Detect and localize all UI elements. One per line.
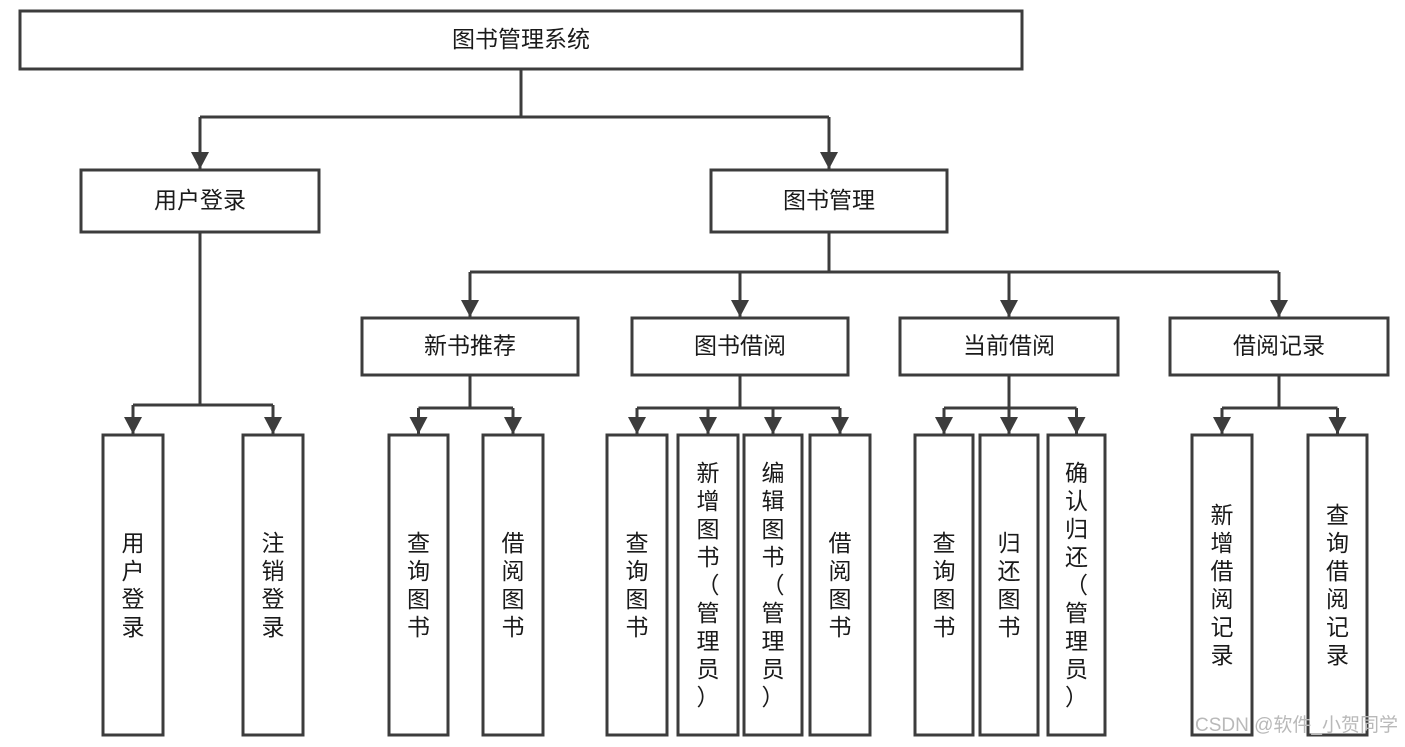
- node-leaf-edit-book[interactable]: 编辑图书（管理员）: [742, 433, 804, 737]
- node-current-borrow[interactable]: 当前借阅: [898, 316, 1120, 377]
- node-label: 图书管理: [783, 187, 875, 213]
- node-box: [241, 433, 305, 737]
- edge-group-current-borrow: [935, 375, 1086, 434]
- node-new-book-recommend[interactable]: 新书推荐: [360, 316, 580, 377]
- node-label: 新书推荐: [424, 333, 516, 359]
- nodes-layer: 图书管理系统用户登录图书管理新书推荐图书借阅当前借阅借阅记录用户登录注销登录查询…: [18, 9, 1390, 737]
- node-box: [1190, 433, 1254, 737]
- arrow-head-icon: [831, 417, 849, 434]
- arrow-head-icon: [731, 300, 749, 317]
- arrow-head-icon: [1000, 417, 1018, 434]
- node-root[interactable]: 图书管理系统: [18, 9, 1024, 71]
- node-label: 当前借阅: [963, 333, 1055, 359]
- node-label: 查询图书: [626, 530, 649, 640]
- node-label: 图书借阅: [694, 333, 786, 359]
- arrow-head-icon: [1328, 417, 1347, 434]
- node-box: [913, 433, 975, 737]
- node-box: [101, 433, 165, 737]
- node-box: [79, 168, 321, 234]
- node-label: 借阅图书: [829, 530, 852, 640]
- edge-group-user-login: [124, 232, 282, 434]
- node-label: 查询图书: [407, 530, 430, 640]
- node-label: 借阅记录: [1233, 333, 1325, 359]
- arrow-head-icon: [764, 417, 782, 434]
- node-leaf-borrow-book-1[interactable]: 借阅图书: [481, 433, 545, 737]
- node-label: 注销登录: [262, 530, 285, 640]
- arrow-head-icon: [1067, 417, 1086, 434]
- node-label: 新增图书（管理员）: [697, 460, 720, 710]
- node-label: 确认归还（管理员）: [1065, 460, 1088, 710]
- node-box: [387, 433, 450, 737]
- node-box: [676, 433, 740, 737]
- edge-group-root: [191, 69, 838, 169]
- edge-group-book-borrow: [628, 375, 849, 434]
- arrow-head-icon: [264, 417, 282, 434]
- node-leaf-query-book-2[interactable]: 查询图书: [605, 433, 669, 737]
- node-leaf-borrow-book-2[interactable]: 借阅图书: [808, 433, 872, 737]
- edge-group-borrow-record: [1213, 375, 1347, 434]
- node-label: 归还图书: [998, 530, 1021, 640]
- node-label: 用户登录: [154, 187, 246, 213]
- arrow-head-icon: [1270, 300, 1288, 317]
- node-box: [1046, 433, 1107, 737]
- node-leaf-user-login[interactable]: 用户登录: [101, 433, 165, 737]
- watermark-label: CSDN @软件_小贺同学: [1195, 714, 1398, 736]
- node-label: 用户登录: [122, 530, 145, 640]
- node-leaf-user-logout[interactable]: 注销登录: [241, 433, 305, 737]
- node-label: 查询图书: [933, 530, 956, 640]
- node-leaf-query-book-1[interactable]: 查询图书: [387, 433, 450, 737]
- node-box: [898, 316, 1120, 377]
- node-box: [1306, 433, 1369, 737]
- node-leaf-query-record[interactable]: 查询借阅记录: [1306, 433, 1369, 737]
- node-box: [360, 316, 580, 377]
- node-leaf-confirm-return[interactable]: 确认归还（管理员）: [1046, 433, 1107, 737]
- node-box: [18, 9, 1024, 71]
- node-label: 新增借阅记录: [1211, 502, 1234, 668]
- node-box: [808, 433, 872, 737]
- node-box: [605, 433, 669, 737]
- node-label: 借阅图书: [502, 530, 525, 640]
- arrow-head-icon: [124, 417, 142, 434]
- node-box: [709, 168, 949, 234]
- arrow-head-icon: [1000, 300, 1018, 317]
- arrow-head-icon: [191, 152, 209, 169]
- node-label: 查询借阅记录: [1326, 502, 1349, 668]
- edges-layer: [124, 69, 1347, 434]
- arrow-head-icon: [699, 417, 717, 434]
- node-box: [978, 433, 1040, 737]
- node-book-manage[interactable]: 图书管理: [709, 168, 949, 234]
- edge-group-book-manage: [461, 232, 1288, 317]
- arrow-head-icon: [409, 417, 428, 434]
- node-label: 编辑图书（管理员）: [762, 460, 785, 710]
- node-leaf-return-book[interactable]: 归还图书: [978, 433, 1040, 737]
- arrow-head-icon: [504, 417, 522, 434]
- node-label: 图书管理系统: [452, 26, 590, 52]
- node-leaf-add-book[interactable]: 新增图书（管理员）: [676, 433, 740, 737]
- node-leaf-query-book-3[interactable]: 查询图书: [913, 433, 975, 737]
- node-box: [742, 433, 804, 737]
- node-leaf-add-record[interactable]: 新增借阅记录: [1190, 433, 1254, 737]
- arrow-head-icon: [628, 417, 646, 434]
- node-borrow-record[interactable]: 借阅记录: [1168, 316, 1390, 377]
- arrow-head-icon: [820, 152, 838, 169]
- node-box: [481, 433, 545, 737]
- node-box: [1168, 316, 1390, 377]
- edge-group-new-book-recommend: [409, 375, 522, 434]
- arrow-head-icon: [461, 300, 479, 317]
- arrow-head-icon: [935, 417, 953, 434]
- node-box: [630, 316, 850, 377]
- arrow-head-icon: [1213, 417, 1231, 434]
- node-book-borrow[interactable]: 图书借阅: [630, 316, 850, 377]
- node-user-login[interactable]: 用户登录: [79, 168, 321, 234]
